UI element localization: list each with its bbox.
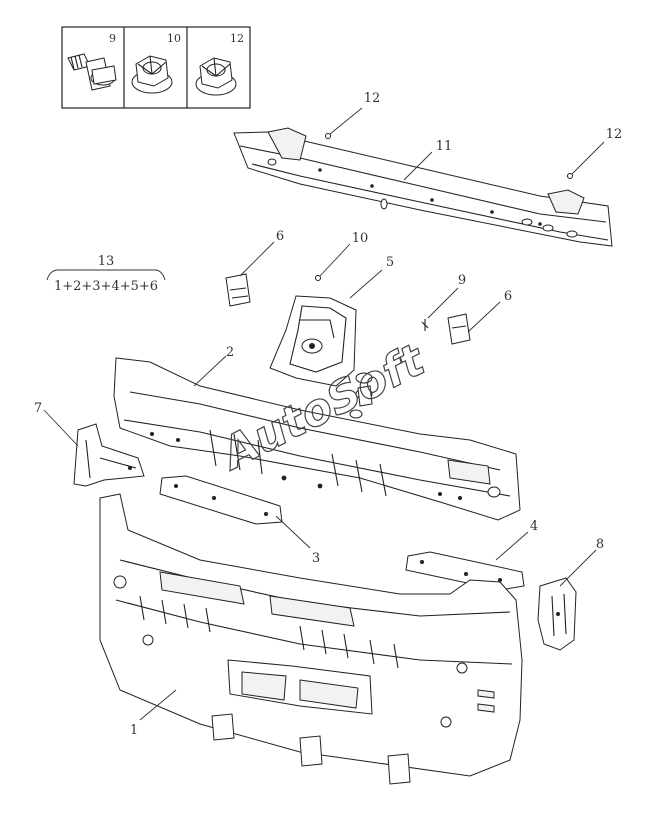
callout-12: 12	[364, 91, 381, 106]
fastener-box: 9 10 12	[61, 26, 251, 109]
callout-7: 7	[34, 401, 42, 416]
callout-6: 6	[276, 229, 284, 244]
callout-4: 4	[530, 519, 538, 534]
group-label: 13 1+2+3+4+5+6	[46, 254, 166, 294]
callouts: 12 11 12 6 10 5 9 6 2 7 3 4 8 1	[34, 91, 622, 738]
flange-bolt-icon	[67, 53, 117, 91]
callout-6: 6	[504, 289, 512, 304]
side-bracket-left	[73, 423, 145, 487]
flange-nut-icon	[131, 55, 173, 94]
callout-1: 1	[130, 723, 138, 738]
callout-12: 12	[606, 127, 623, 142]
side-bracket-right	[537, 577, 577, 651]
callout-10: 10	[352, 231, 369, 246]
callout-5: 5	[386, 255, 394, 270]
flange-nut-icon	[195, 57, 237, 96]
callout-8: 8	[596, 537, 604, 552]
callout-2: 2	[226, 345, 234, 360]
fastener-12-number: 12	[230, 32, 244, 45]
callout-9: 9	[458, 273, 466, 288]
nut-cluster	[349, 319, 429, 419]
group-formula: 1+2+3+4+5+6	[54, 279, 158, 294]
fastener-9-number: 9	[109, 32, 116, 45]
callout-3: 3	[312, 551, 320, 566]
rear-panel-upper	[113, 357, 521, 521]
callout-11: 11	[436, 139, 453, 154]
leader-lines	[43, 107, 605, 721]
group-number: 13	[98, 254, 115, 269]
center-bracket	[269, 295, 357, 387]
fastener-10-number: 10	[167, 32, 181, 45]
rear-panel-main	[99, 493, 523, 785]
reinforcement-strip-4	[405, 551, 525, 591]
bumper-beam	[233, 127, 613, 247]
reinforcement-strip-3	[159, 475, 283, 525]
clip-left	[225, 273, 251, 307]
clip-right	[447, 313, 471, 345]
